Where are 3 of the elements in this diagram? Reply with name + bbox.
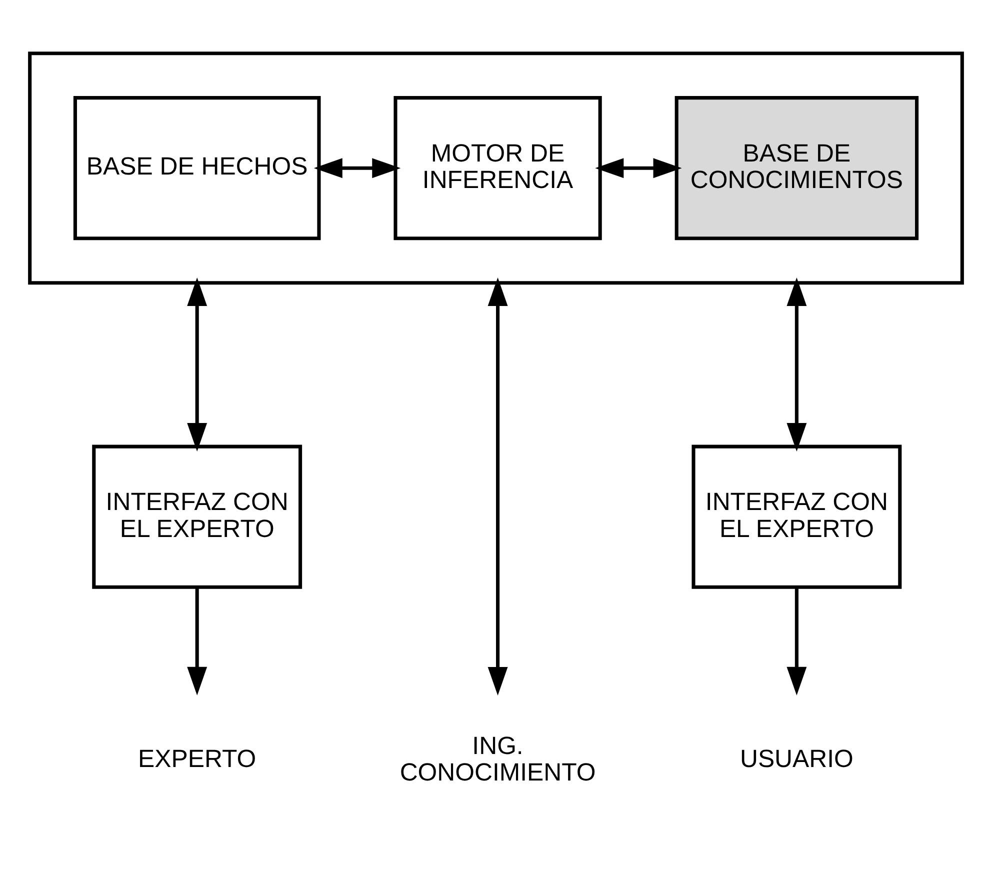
node-text: ING. CONOCIMIENTO — [400, 732, 596, 787]
node-text: EXPERTO — [138, 745, 256, 774]
node-text: USUARIO — [740, 745, 854, 774]
